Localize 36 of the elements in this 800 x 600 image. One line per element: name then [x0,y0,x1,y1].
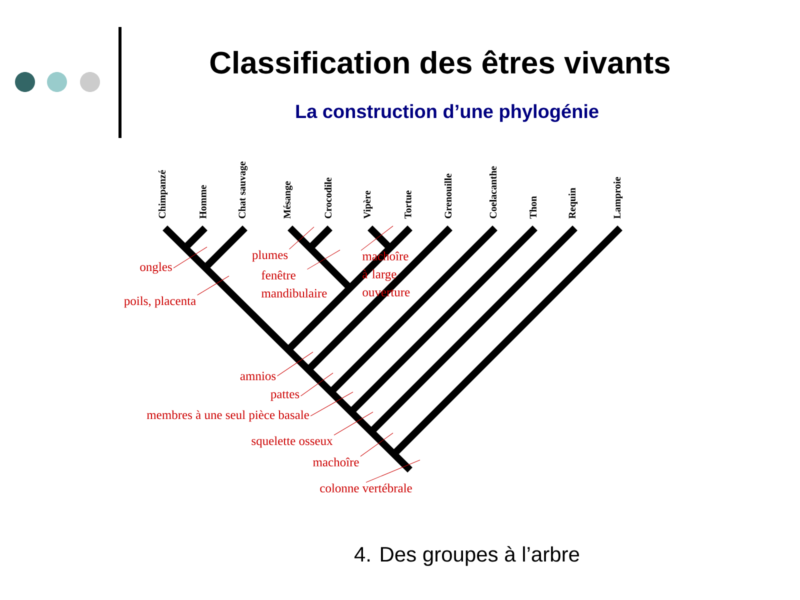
taxon-label: Tortue [404,190,412,219]
leader-line [173,246,208,268]
taxon-label: Vipère [363,190,373,219]
taxon-label: Homme [200,185,206,219]
trait-label: pattes [270,391,300,401]
footer-text: 4. Des groupes à l’arbre [354,546,580,566]
subtitle: La construction d’une phylogénie [296,104,598,122]
taxon-label: Coelacanthe [489,166,497,218]
trait-label: plumes [252,250,288,262]
taxon-label: Requin [568,188,578,219]
trait-label: squelette osseux [252,436,333,448]
leader-line [277,352,314,376]
leader-line [310,392,354,416]
leader-line [360,226,394,251]
trait-label: machoîre [313,458,359,466]
taxon-label: Crocodile [324,178,332,218]
leader-line [334,412,374,436]
leader-line [366,460,420,483]
taxon-label: Chimpanzé [158,170,168,218]
taxon-label: Lamproie [613,177,623,219]
title: Classification des êtres vivants [210,50,670,74]
leader-line [197,276,230,296]
taxon-label: Mésange [283,181,293,219]
leader-line [300,372,334,396]
leader-line [306,250,340,270]
trait-label: fenêtre mandibulaire [261,270,327,298]
taxon-label: Thon [529,196,537,219]
trait-label: amnios [240,372,276,380]
trait-label: ongles [140,262,172,274]
taxon-label: Chat sauvage [238,162,248,218]
taxon-label: Grenouille [444,174,452,218]
trait-label: poils, placenta [124,296,196,308]
trait-label: colonne vertébrale [320,484,412,492]
leader-line [289,226,314,250]
leader-line [360,432,394,457]
trait-label: membres à une seul pièce basale [146,410,309,422]
